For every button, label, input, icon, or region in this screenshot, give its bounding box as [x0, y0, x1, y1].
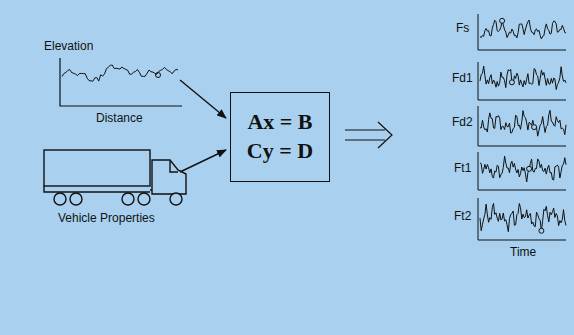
force-label: Ft2	[454, 210, 471, 223]
axis-label: Distance	[96, 112, 143, 125]
force-label: Fd1	[452, 72, 473, 85]
input-arrow	[180, 150, 226, 172]
marker-dot	[539, 228, 544, 233]
force-plots	[478, 14, 566, 240]
vehicle-label: Vehicle Properties	[58, 212, 155, 225]
plot-axes	[478, 198, 566, 240]
marker-dot	[532, 125, 537, 130]
truck	[44, 150, 186, 205]
marker-dot	[509, 80, 514, 85]
elevation-line	[62, 65, 178, 81]
plot-axes	[478, 106, 566, 146]
force-trace	[480, 110, 566, 136]
equation: Cy = D	[247, 137, 313, 166]
force-label: Fs	[456, 22, 469, 35]
force-trace	[480, 66, 566, 90]
elevation-profile	[62, 65, 178, 81]
force-trace	[480, 156, 566, 182]
output-arrow	[345, 122, 392, 148]
plot-axes	[478, 14, 566, 50]
plot-axes	[478, 62, 566, 100]
force-label: Ft1	[454, 162, 471, 175]
axis-label: Elevation	[44, 40, 93, 53]
marker-dot	[500, 18, 505, 23]
input-arrow	[180, 80, 226, 118]
equation: Ax = B	[247, 108, 312, 137]
plot-axes	[478, 152, 566, 190]
marker-dot	[527, 166, 532, 171]
force-trace	[480, 204, 566, 232]
force-trace	[480, 20, 566, 39]
equation-box: Ax = BCy = D	[230, 92, 330, 182]
elevation-axes	[60, 58, 182, 106]
marker-dot	[156, 73, 161, 78]
axis-label: Time	[510, 246, 536, 259]
force-label: Fd2	[452, 116, 473, 129]
